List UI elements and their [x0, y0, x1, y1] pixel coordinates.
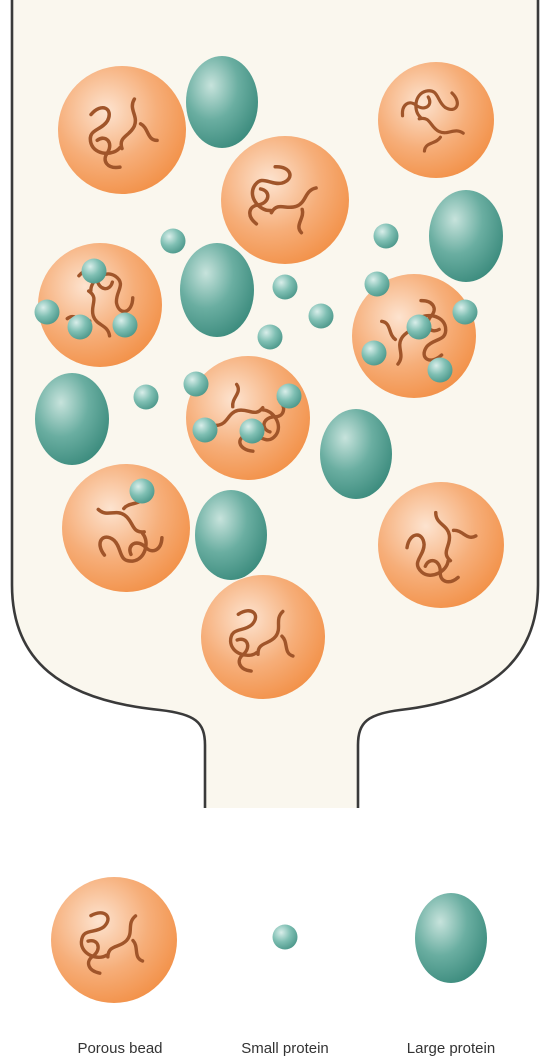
large-protein: [195, 490, 267, 580]
legend: [51, 877, 487, 1003]
small-protein: [428, 358, 453, 383]
small-protein: [35, 300, 60, 325]
porous-bead: [378, 62, 494, 178]
small-protein: [82, 259, 107, 284]
legend-label-porous-bead: Porous bead: [40, 1040, 200, 1057]
porous-bead: [62, 464, 190, 592]
small-protein: [273, 275, 298, 300]
small-protein: [258, 325, 283, 350]
small-protein: [407, 315, 432, 340]
small-protein: [362, 341, 387, 366]
bead-sphere: [378, 482, 504, 608]
large-protein: [186, 56, 258, 148]
small-protein: [161, 229, 186, 254]
large-protein: [35, 373, 109, 465]
porous-bead: [201, 575, 325, 699]
large-protein: [429, 190, 503, 282]
small-protein: [365, 272, 390, 297]
bead-sphere: [201, 575, 325, 699]
porous-bead: [378, 482, 504, 608]
bead-sphere: [378, 62, 494, 178]
legend-label-large-protein: Large protein: [371, 1040, 531, 1057]
small-protein: [68, 315, 93, 340]
small-protein: [453, 300, 478, 325]
small-protein: [277, 384, 302, 409]
small-protein: [240, 419, 265, 444]
legend-large-protein: [415, 893, 487, 983]
bead-sphere: [62, 464, 190, 592]
legend-label-small-protein: Small protein: [205, 1040, 365, 1057]
bead-sphere: [58, 66, 186, 194]
small-protein: [130, 479, 155, 504]
large-protein: [180, 243, 254, 337]
large-protein: [320, 409, 392, 499]
bead-sphere: [221, 136, 349, 264]
small-protein: [309, 304, 334, 329]
legend-bead-sphere: [51, 877, 177, 1003]
porous-bead: [58, 66, 186, 194]
small-protein: [193, 418, 218, 443]
legend-small-protein: [273, 925, 298, 950]
legend-bead: [51, 877, 177, 1003]
small-protein: [374, 224, 399, 249]
porous-bead: [221, 136, 349, 264]
small-protein: [113, 313, 138, 338]
small-protein: [184, 372, 209, 397]
small-protein: [134, 385, 159, 410]
